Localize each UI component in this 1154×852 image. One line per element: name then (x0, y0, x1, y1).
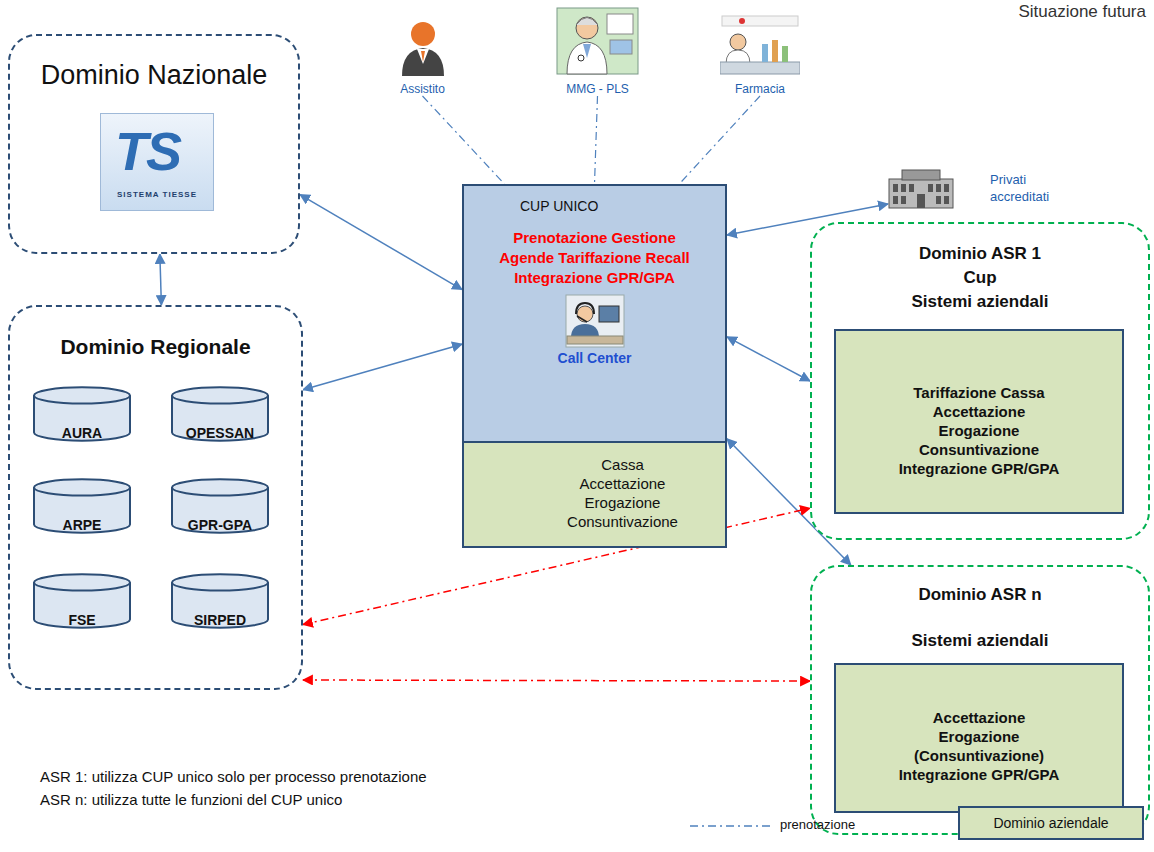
node-title: Assistito (400, 82, 445, 96)
icon-picture (888, 167, 954, 209)
node-title: ARPE (63, 507, 102, 533)
note-text: ASR n: utilizza tutte le funzioni del CU… (40, 791, 342, 808)
function-box: Tariffazione Cassa Accettazione Erogazio… (834, 329, 1124, 514)
node-text: Prenotazione Gestione Agende Tariffazion… (495, 228, 695, 288)
node-title: CUP UNICO (520, 198, 598, 214)
legend-line-sample (690, 825, 772, 827)
database-cylinder: OPESSAN (170, 385, 270, 443)
node-title: GPR-GPA (188, 507, 252, 533)
node-title: SIRPED (194, 602, 246, 628)
icon-node: Privati accreditati (888, 160, 1058, 215)
booking-line (595, 96, 598, 184)
legend-text: Dominio aziendale (993, 815, 1108, 831)
node-title: Dominio ASR n (918, 583, 1041, 607)
node-title: OPESSAN (186, 415, 254, 441)
domain-box: Dominio RegionaleAURA OPESSAN ARPE GPR-GPA F… (8, 305, 303, 690)
icon-node: Assistito (385, 2, 460, 96)
domain-box: Dominio ASR 1CupSistemi aziendaliTariffa… (810, 222, 1150, 540)
note-text: ASR 1: utilizza CUP unico solo per proce… (40, 768, 427, 785)
icon-picture (398, 18, 448, 76)
booking-line (423, 96, 505, 184)
icon-node: MMG - PLS (550, 2, 645, 96)
node-text: Cup (963, 266, 996, 290)
icon-node: Farmacia (715, 2, 805, 96)
database-cylinder: GPR-GPA (170, 477, 270, 535)
booking-line (679, 96, 760, 184)
function-box: Accettazione Erogazione (Consuntivazione… (834, 663, 1124, 813)
node-text: Sistemi aziendali (912, 290, 1049, 314)
connector-arrow (160, 254, 162, 305)
connector-arrow (300, 195, 462, 290)
node-title: Farmacia (735, 82, 785, 96)
legend-text: prenotazione (780, 817, 855, 832)
connector-arrow (727, 337, 810, 381)
legend-swatch: Dominio aziendale (958, 806, 1144, 840)
database-cylinder: AURA (32, 385, 132, 443)
node-title: FSE (68, 602, 95, 628)
ts-logo: TS SISTEMA TIESSE (100, 113, 214, 211)
database-cylinder: SIRPED (170, 572, 270, 630)
connector-arrow (303, 680, 810, 681)
function-box: Cassa Accettazione Erogazione Consuntiva… (464, 441, 725, 546)
node-title: MMG - PLS (566, 82, 629, 96)
logo-text: SISTEMA TIESSE (101, 190, 213, 199)
icon-picture (555, 6, 640, 76)
icon-picture (720, 14, 800, 76)
domain-box: Dominio ASR n Sistemi aziendaliAccettazio… (810, 565, 1150, 835)
node-title: Dominio ASR 1 (919, 242, 1041, 266)
node-text: Call Center (558, 350, 632, 366)
node-title: Accettazione Erogazione (Consuntivazione… (897, 708, 1062, 784)
node-title: AURA (62, 415, 102, 441)
database-cylinder: FSE (32, 572, 132, 630)
node-title: Tariffazione Cassa Accettazione Erogazio… (897, 383, 1062, 478)
node-title: Privati accreditati (990, 171, 1049, 205)
node-title: Dominio Regionale (10, 335, 301, 359)
node-title: Dominio Nazionale (10, 60, 298, 91)
node-title: Cassa Accettazione Erogazione Consuntiva… (567, 455, 678, 531)
connector-arrow (303, 344, 462, 390)
logo-mark: TS (115, 120, 180, 182)
database-cylinder: ARPE (32, 477, 132, 535)
page-note: Situazione futura (1018, 2, 1146, 22)
node-text: Sistemi aziendali (912, 629, 1049, 653)
system-box: CUP UNICO Prenotazione Gestione Agende Ta… (462, 184, 727, 548)
icon-picture (565, 294, 625, 348)
